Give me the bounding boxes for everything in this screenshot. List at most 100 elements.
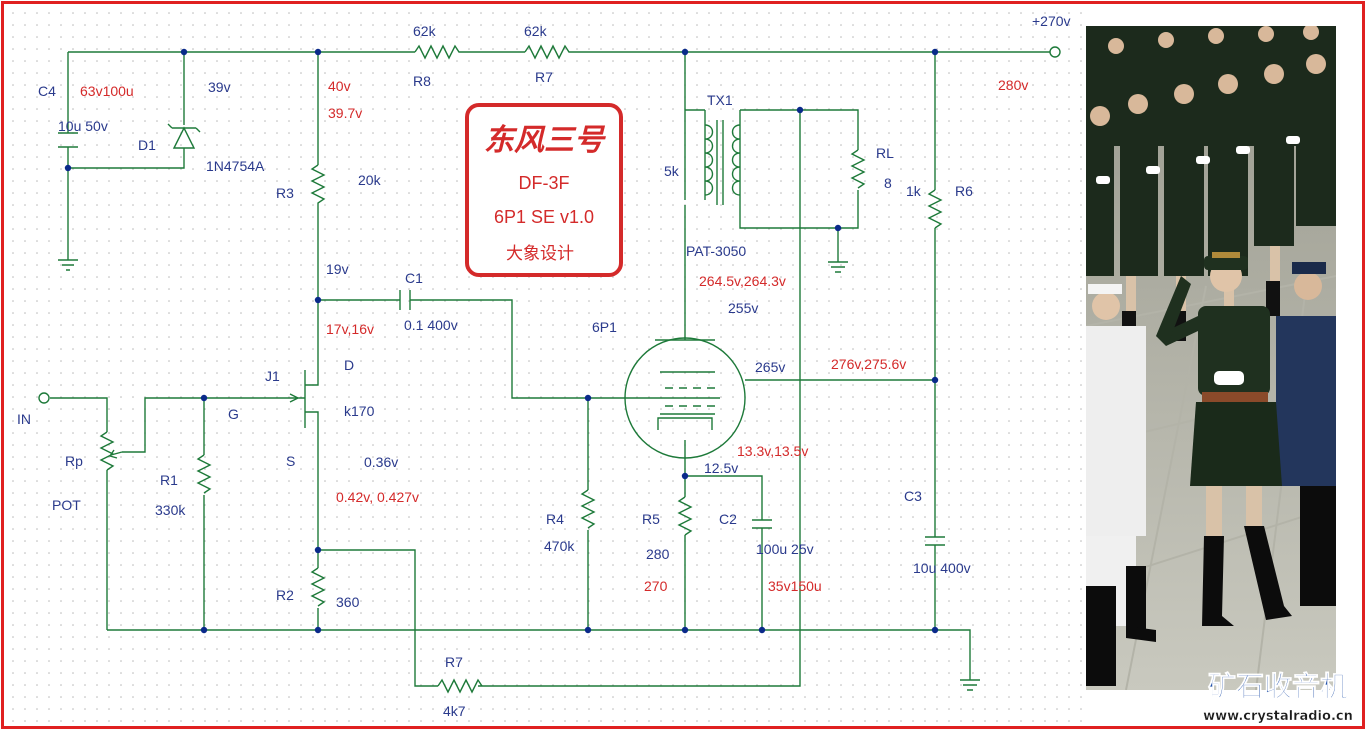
components [38, 44, 1061, 694]
label-tx1: TX1 [707, 92, 733, 108]
label-r7-top-value: 62k [524, 23, 548, 39]
label-rl: RL [876, 145, 894, 161]
resistor-r7-bottom [437, 678, 483, 694]
resistor-r8 [414, 44, 465, 60]
label-d1-value: 1N4754A [206, 158, 265, 174]
label-j1: J1 [265, 368, 280, 384]
label-r5: R5 [642, 511, 660, 527]
label-r1: R1 [160, 472, 178, 488]
label-in: IN [17, 411, 31, 427]
zener-diode-d1 [167, 123, 201, 149]
label-d1-voltage: 39v [208, 79, 231, 95]
resistor-r4 [580, 489, 596, 529]
transformer-tx1 [704, 120, 741, 205]
label-19v: 19v [326, 261, 349, 277]
label-r4: R4 [546, 511, 564, 527]
label-r7-bottom-value: 4k7 [443, 703, 466, 719]
resistor-r2 [310, 567, 326, 607]
label-r2: R2 [276, 587, 294, 603]
label-tx-5k: 5k [664, 163, 680, 179]
capacitor-c3 [925, 536, 945, 546]
potentiometer-rp [99, 431, 123, 471]
label-k170: k170 [344, 403, 375, 419]
capacitor-c1 [399, 290, 411, 310]
label-c3: C3 [904, 488, 922, 504]
resistor-rl [850, 149, 866, 189]
label-r5-value: 280 [646, 546, 670, 562]
label-pot: POT [52, 497, 81, 513]
watermark: 矿石收音机 www.crystalradio.cn [1196, 668, 1362, 728]
supply-terminal [1049, 46, 1061, 58]
voltage-c4-sub: 63v100u [80, 83, 134, 99]
label-rp: Rp [65, 453, 83, 469]
label-125v: 12.5v [704, 460, 738, 476]
badge-logo-text: 东风三号 [484, 123, 606, 158]
title-badge: 东风三号 DF-3F 6P1 SE v1.0 大象设计 [465, 103, 623, 277]
watermark-url: www.crystalradio.cn [1203, 709, 1353, 724]
label-r7-top: R7 [535, 69, 553, 85]
voltage-40v: 40v [328, 78, 351, 94]
voltage-042v: 0.42v, 0.427v [336, 489, 419, 505]
label-source: S [286, 453, 295, 469]
label-255v: 255v [728, 300, 758, 316]
label-r2-value: 360 [336, 594, 360, 610]
voltage-397v: 39.7v [328, 105, 362, 121]
component-labels: C4 10u 50v D1 1N4754A 39v 62k R8 62k R7 … [17, 13, 1071, 719]
label-supply: +270v [1032, 13, 1071, 29]
voltage-133v: 13.3v,13.5v [737, 443, 808, 459]
label-265v: 265v [755, 359, 785, 375]
voltage-r5-sub: 270 [644, 578, 668, 594]
label-c2: C2 [719, 511, 737, 527]
ground-symbol-main [960, 679, 980, 691]
label-c1: C1 [405, 270, 423, 286]
input-terminal [38, 392, 50, 404]
label-c3-value: 10u 400v [913, 560, 971, 576]
label-pat3050: PAT-3050 [686, 243, 746, 259]
label-c4: C4 [38, 83, 56, 99]
label-036v: 0.36v [364, 454, 398, 470]
label-c2-value: 100u 25v [756, 541, 814, 557]
label-r8-value: 62k [413, 23, 437, 39]
label-d1: D1 [138, 137, 156, 153]
capacitor-c4 [58, 132, 78, 148]
parade-photo [1086, 26, 1336, 690]
badge-version: 6P1 SE v1.0 [494, 207, 594, 227]
voltage-264v: 264.5v,264.3v [699, 273, 786, 289]
wires [50, 51, 1050, 687]
watermark-title: 矿石收音机 [1208, 670, 1348, 703]
badge-model: DF-3F [519, 173, 570, 193]
ground-symbol [58, 259, 78, 271]
label-r4-value: 470k [544, 538, 575, 554]
label-c4-value: 10u 50v [58, 118, 108, 134]
capacitor-c2 [752, 519, 772, 529]
label-c1-value: 0.1 400v [404, 317, 458, 333]
label-r7-bottom: R7 [445, 654, 463, 670]
voltage-c2-sub: 35v150u [768, 578, 822, 594]
resistor-r3 [310, 164, 326, 205]
label-r6: R6 [955, 183, 973, 199]
junctions [64, 48, 939, 634]
label-r6-value: 1k [906, 183, 922, 199]
voltage-17v: 17v,16v [326, 321, 374, 337]
tube-grids [665, 387, 715, 407]
resistor-r5 [677, 496, 693, 536]
resistor-r7-top [524, 44, 575, 60]
label-r1-value: 330k [155, 502, 186, 518]
resistor-r6 [927, 189, 943, 229]
badge-designer: 大象设计 [506, 244, 574, 263]
label-r8: R8 [413, 73, 431, 89]
label-r3: R3 [276, 185, 294, 201]
jfet-j1 [289, 370, 319, 428]
voltage-276v: 276v,275.6v [831, 356, 906, 372]
label-gate: G [228, 406, 239, 422]
label-6p1: 6P1 [592, 319, 617, 335]
voltage-280v: 280v [998, 77, 1028, 93]
resistor-r1 [196, 454, 212, 494]
label-r3-value: 20k [358, 172, 382, 188]
measured-voltages: 63v100u 40v 39.7v 280v 17v,16v 264.5v,26… [80, 77, 1028, 594]
tube-elements [625, 339, 720, 430]
label-rl-value: 8 [884, 175, 892, 191]
